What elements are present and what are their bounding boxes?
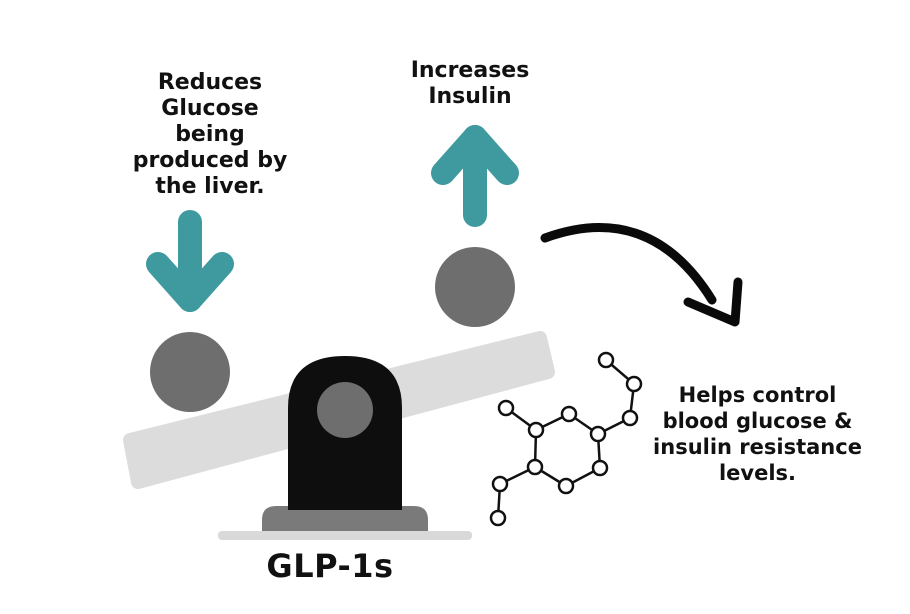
left-ball [150,332,230,412]
right-effect-line: insulin resistance [653,435,862,459]
top-effect-line: Insulin [428,84,512,109]
top-effect-line: Increases [410,58,530,83]
right-effect-line: levels. [718,461,797,485]
left-effect-line: being [175,122,245,147]
curved-arrow-icon [540,223,743,327]
right-effect-label: Helps control blood glucose & insulin re… [640,382,875,486]
left-effect-line: Reduces [157,70,263,95]
right-ball [435,247,515,327]
left-effect-line: produced by [132,148,288,173]
left-effect-label: Reduces Glucose being produced by the li… [110,70,310,200]
right-effect-line: blood glucose & [662,409,853,433]
diagram-title: GLP-1s [266,547,394,585]
left-effect-line: the liver. [155,174,265,199]
arrow-up-icon [431,125,519,227]
arrow-down-icon [146,210,234,312]
top-effect-label: Increases Insulin [380,58,560,110]
right-effect-line: Helps control [678,383,837,407]
ground-line [218,531,472,540]
left-effect-line: Glucose [161,96,259,121]
seesaw-base [262,506,428,531]
molecule-icon [489,351,643,527]
fulcrum-pivot [317,382,373,438]
